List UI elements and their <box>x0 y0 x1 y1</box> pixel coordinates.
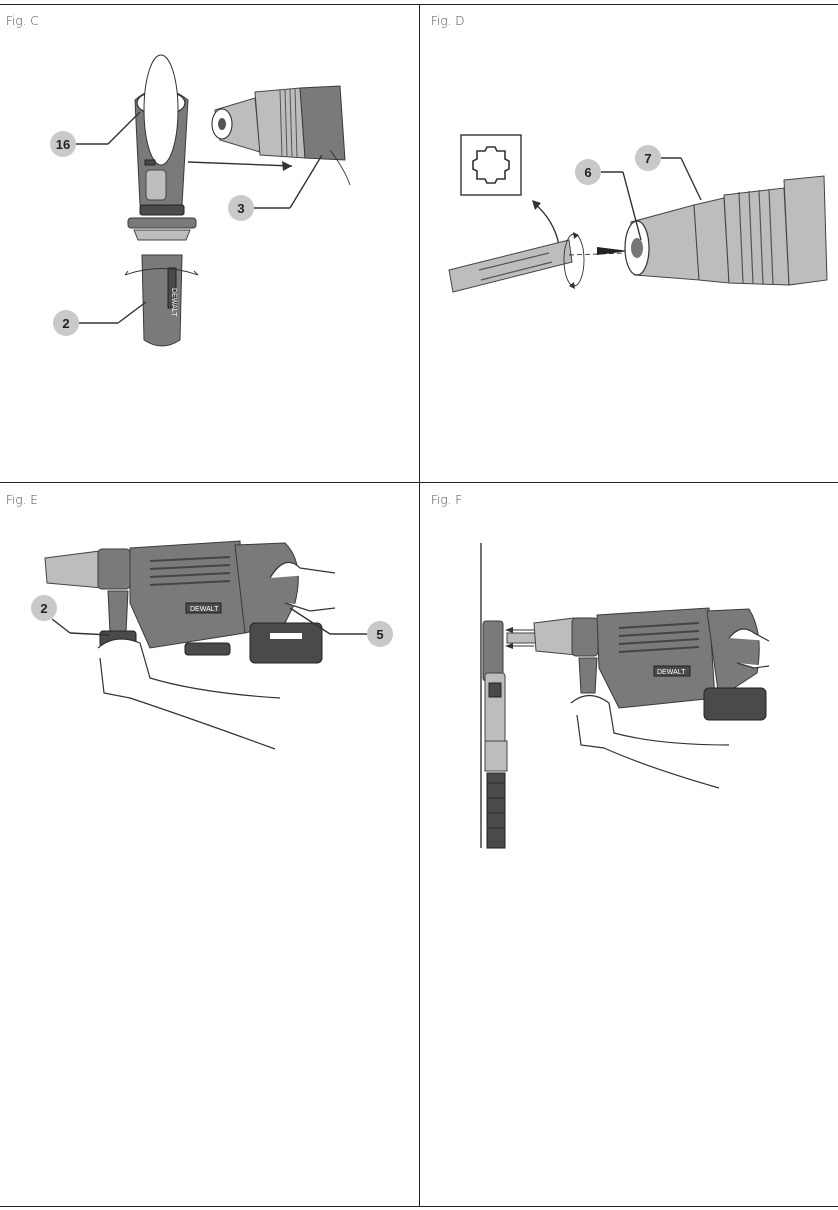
brand-mark-e: DEWALT <box>190 606 219 613</box>
fig-c-label: Fig. C <box>6 14 39 28</box>
rotary-hammer-f: DEWALT <box>506 607 767 721</box>
rear-hand-f <box>728 628 770 669</box>
rear-hand <box>269 561 336 612</box>
front-hand <box>97 638 281 750</box>
fig-e-label: Fig. E <box>6 493 38 507</box>
rotary-hammer: DEWALT <box>44 540 323 664</box>
fig-d-illustration: 6 7 <box>448 134 828 293</box>
svg-text:2: 2 <box>40 601 47 616</box>
svg-text:3: 3 <box>237 201 244 216</box>
callout-2: 2 <box>53 301 147 336</box>
fig-f-label: Fig. F <box>431 493 463 507</box>
chuck-front <box>624 175 828 286</box>
side-handle: DEWALT <box>124 54 199 347</box>
callout-7: 7 <box>635 145 702 201</box>
callout-6: 6 <box>575 159 642 241</box>
svg-text:6: 6 <box>584 165 591 180</box>
brand-mark: DEWALT <box>170 288 177 317</box>
bottom-rule <box>0 1206 838 1207</box>
drill-bit <box>448 239 573 293</box>
dust-extractor <box>482 620 508 849</box>
svg-text:16: 16 <box>56 137 70 152</box>
callout-5: 5 <box>289 607 393 647</box>
bit-profile-inset <box>460 134 522 196</box>
chuck-assembly <box>211 85 351 186</box>
center-divider <box>419 4 420 1206</box>
svg-text:5: 5 <box>376 627 383 642</box>
brand-mark-f: DEWALT <box>657 669 686 676</box>
svg-text:2: 2 <box>62 316 69 331</box>
fit-arrow <box>187 161 293 167</box>
fig-f-illustration: DEWALT <box>480 543 770 849</box>
fig-c-illustration: DEWALT 16 <box>50 54 351 347</box>
fig-e-illustration: DEWALT 2 5 <box>31 540 393 750</box>
front-hand-f <box>570 694 730 789</box>
callout-2-e: 2 <box>31 595 111 636</box>
fig-d-label: Fig. D <box>431 14 465 28</box>
svg-text:7: 7 <box>644 151 651 166</box>
profile-arrow <box>533 202 560 246</box>
callout-3: 3 <box>228 154 323 221</box>
airflow-arrows <box>505 627 534 649</box>
callout-16: 16 <box>50 111 141 157</box>
